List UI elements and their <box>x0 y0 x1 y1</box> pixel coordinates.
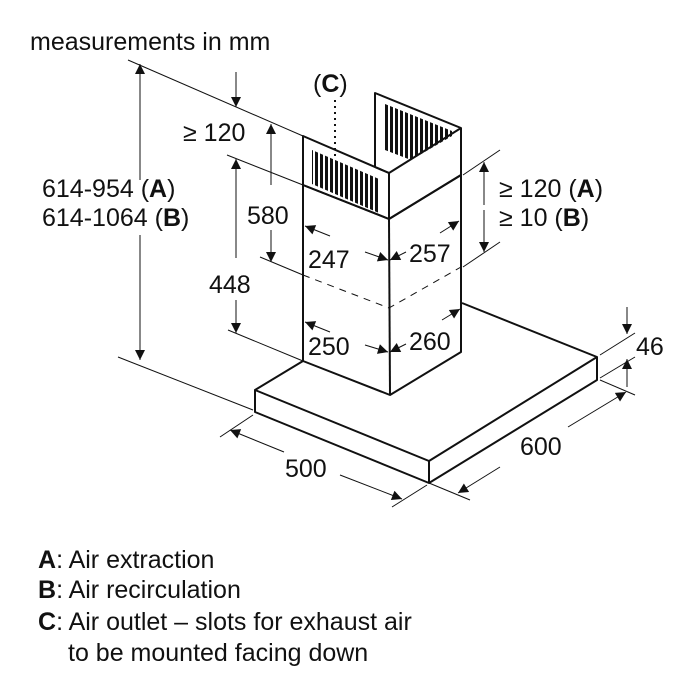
measurements-title: measurements in mm <box>30 28 270 56</box>
legend-item-b: B: Air recirculation <box>38 576 241 604</box>
legend-item-a: A: Air extraction <box>38 546 214 574</box>
upper-chimney <box>302 92 462 220</box>
front-exhaust-slots <box>312 150 379 213</box>
legend-item-c: C: Air outlet – slots for exhaust air <box>38 608 412 636</box>
lower-width-side-label: 260 <box>409 328 451 356</box>
total-height-a-label: 614-954 (A) <box>42 175 175 203</box>
upper-width-side-label: 257 <box>409 240 451 268</box>
outlet-marker: (C) <box>313 70 348 98</box>
back-exhaust-slots <box>385 104 452 160</box>
lower-chimney-label: 448 <box>209 271 251 299</box>
hood-width-label: 600 <box>520 433 562 461</box>
overlap-b-label: ≥ 10 (B) <box>499 204 589 232</box>
lower-chimney <box>302 174 462 396</box>
total-height-b-label: 614-1064 (B) <box>42 204 189 232</box>
overlap-a-label: ≥ 120 (A) <box>499 175 603 203</box>
upper-chimney-label: 580 <box>247 202 289 230</box>
legend: A: Air extraction B: Air recirculation C… <box>38 546 412 667</box>
lower-width-front-label: 250 <box>308 333 350 361</box>
dimension-arrows <box>135 64 632 501</box>
top-clearance-label: ≥ 120 <box>183 119 245 147</box>
upper-width-front-label: 247 <box>308 246 350 274</box>
hood-height-label: 46 <box>636 333 664 361</box>
legend-item-c-continuation: to be mounted facing down <box>68 639 368 667</box>
hood-canopy <box>254 302 598 484</box>
hood-depth-label: 500 <box>285 455 327 483</box>
